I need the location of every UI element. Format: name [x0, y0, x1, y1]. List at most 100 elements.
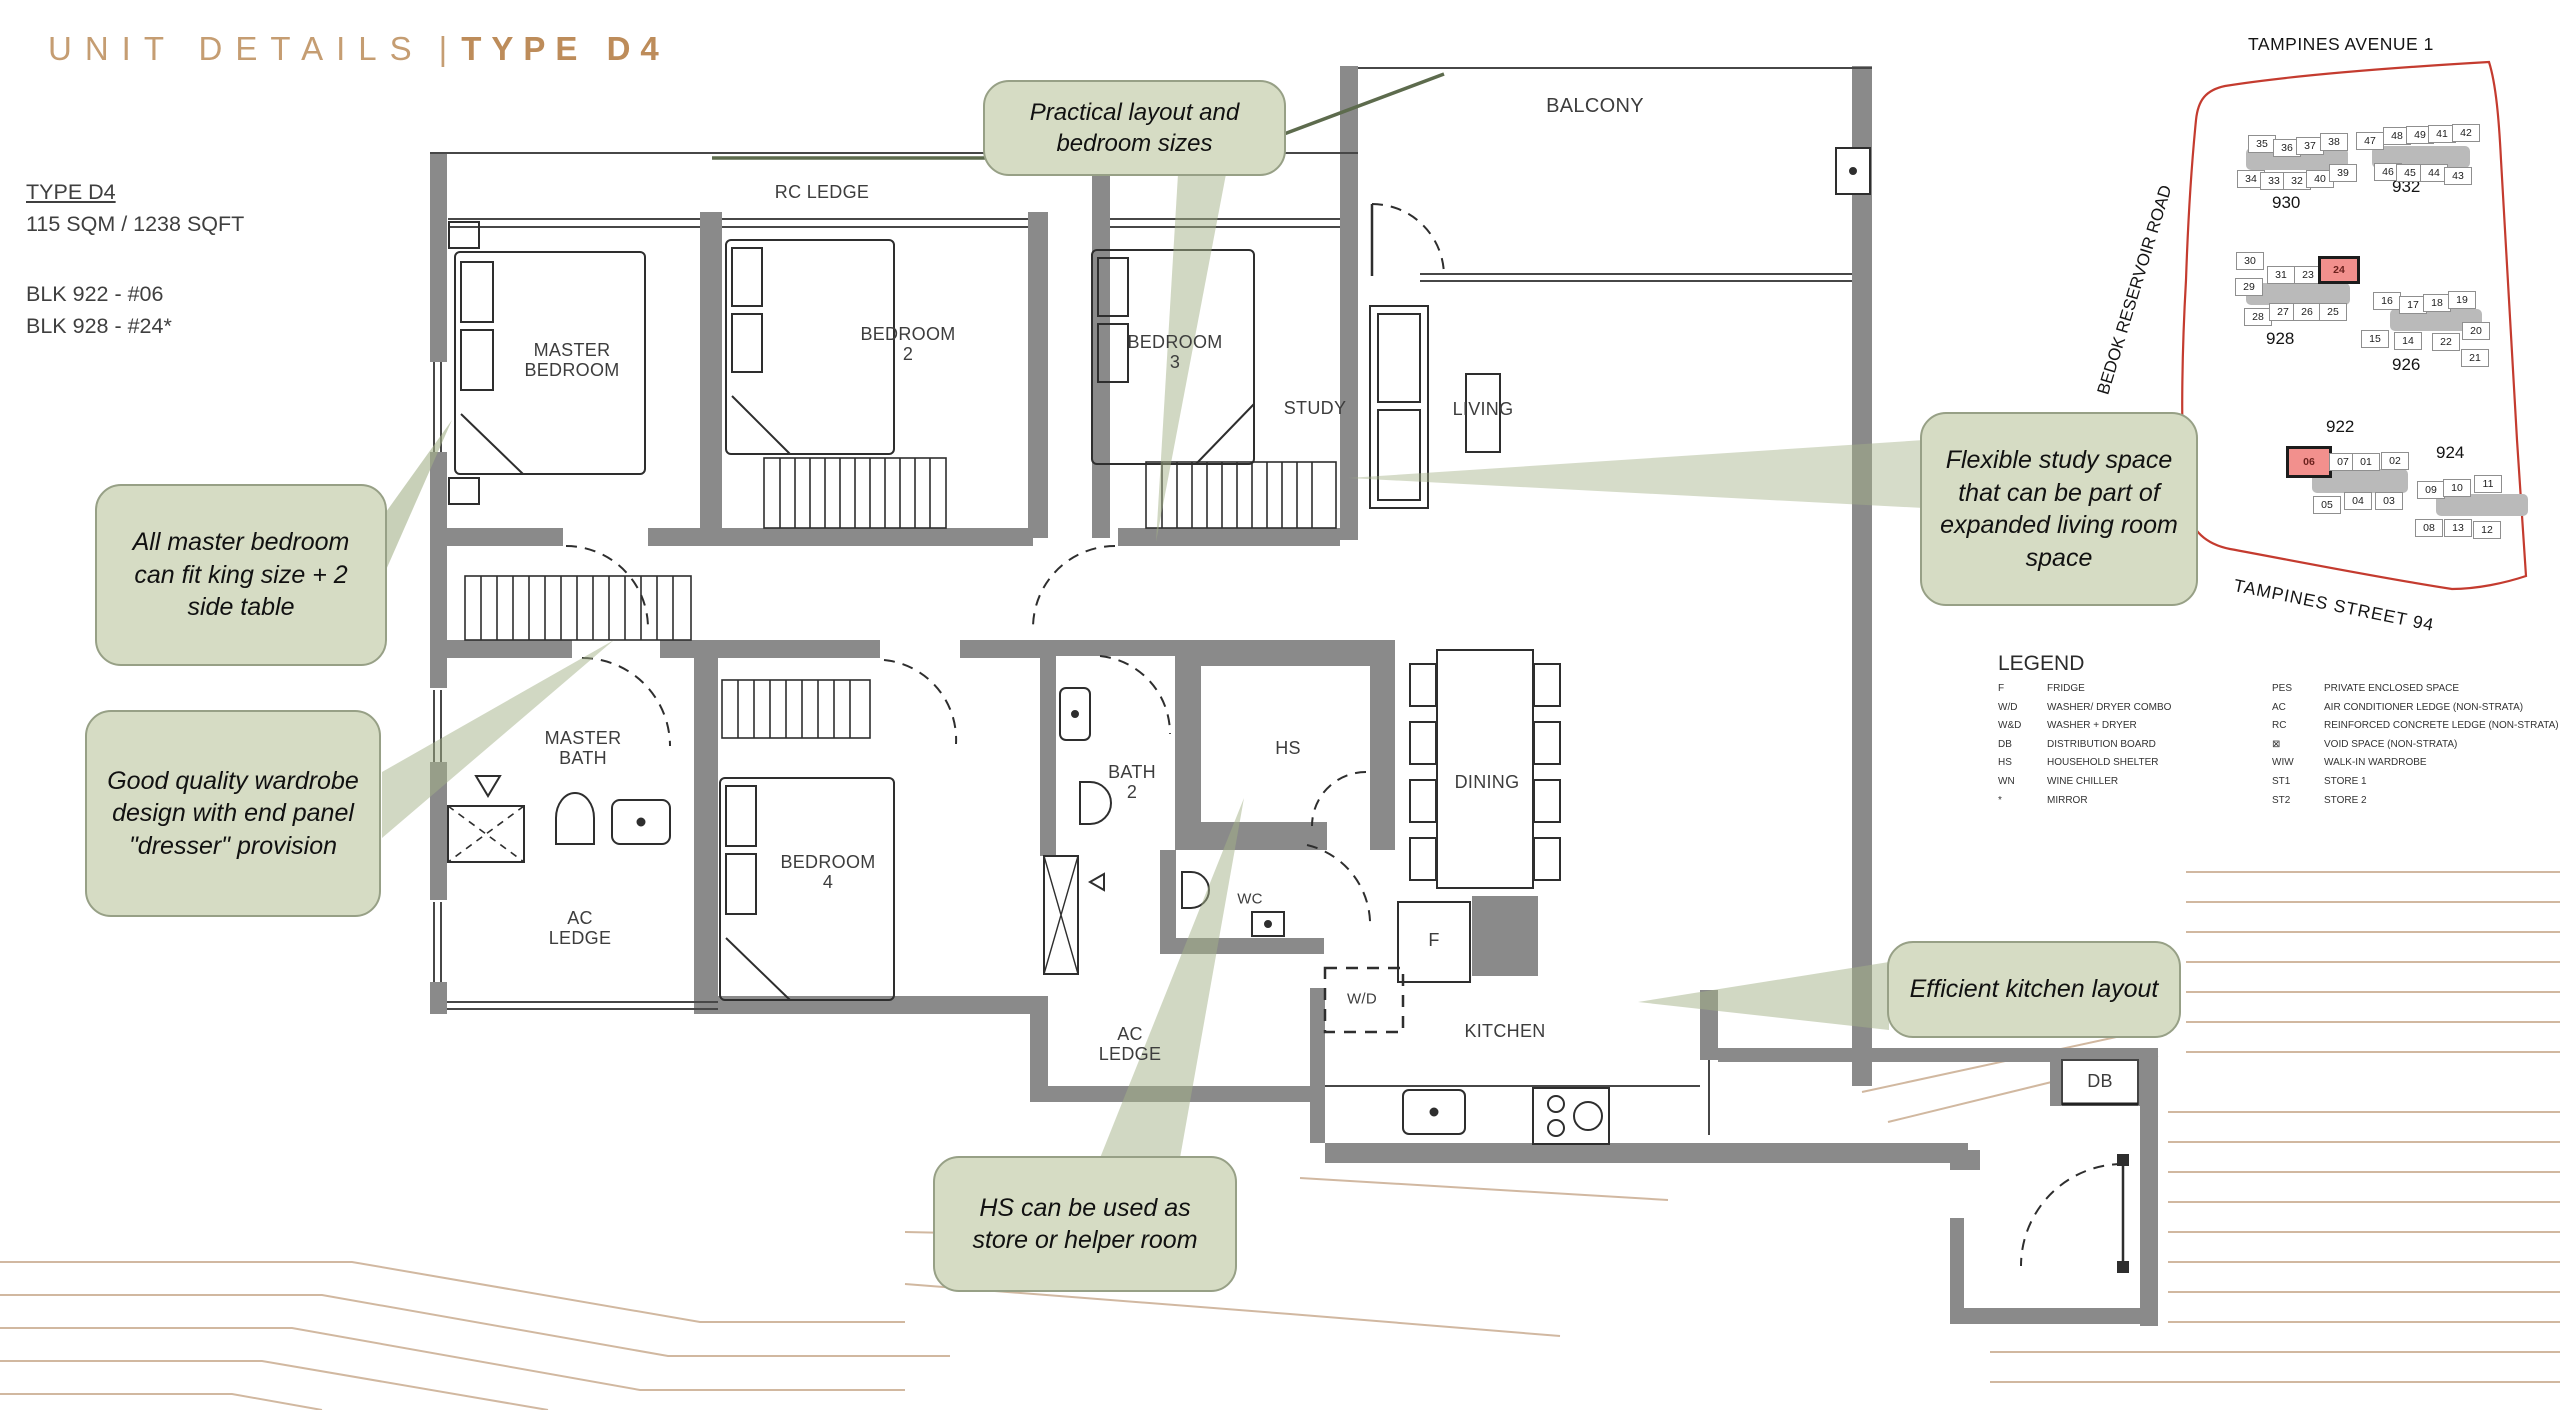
legend-key: WIW [2272, 757, 2294, 769]
site-unit: 30 [2236, 252, 2264, 270]
block-label-930: 930 [2272, 193, 2301, 212]
label-bedroom2: BEDROOM 2 [860, 323, 956, 364]
site-unit: 22 [2432, 333, 2460, 351]
site-unit: 47 [2356, 132, 2384, 150]
label-bath2: BATH 2 [1108, 761, 1156, 802]
unit-type-label: TYPE D4 [26, 180, 116, 204]
site-unit: 18 [2423, 294, 2451, 312]
site-unit: 39 [2329, 164, 2357, 182]
legend-desc: REINFORCED CONCRETE LEDGE (NON-STRATA) [2324, 720, 2559, 732]
unit-area: 115 SQM / 1238 SQFT [26, 212, 245, 236]
site-unit: 16 [2373, 292, 2401, 310]
legend-key: PES [2272, 683, 2293, 694]
label-kitchen: KITCHEN [1464, 1020, 1546, 1041]
callout-kitchen: Efficient kitchen layout [1887, 941, 2181, 1038]
site-unit: 14 [2394, 332, 2422, 350]
structure-lines [430, 67, 1872, 1135]
label-bedroom3: BEDROOM 3 [1127, 331, 1223, 372]
page-title: UNIT DETAILS|TYPE D4 [48, 30, 669, 68]
site-map-graphic [2181, 60, 2528, 591]
site-unit: 02 [2381, 452, 2409, 470]
legend-desc: VOID SPACE (NON-STRATA) [2324, 738, 2458, 750]
legend-key: DB [1998, 738, 2012, 750]
label-dining: DINING [1454, 771, 1520, 792]
legend-row: * MIRROR [1998, 792, 2171, 811]
site-unit: 10 [2443, 479, 2471, 497]
site-unit: 35 [2248, 135, 2276, 153]
legend-key: HS [1998, 757, 2012, 769]
label-balcony: BALCONY [1546, 94, 1644, 117]
label-ac-ledge-1: AC LEDGE [548, 907, 612, 948]
legend-row: HS HOUSEHOLD SHELTER [1998, 754, 2171, 773]
hs-room-interior [1201, 666, 1370, 822]
label-rc-ledge: RC LEDGE [774, 181, 870, 202]
label-tampines-avenue: TAMPINES AVENUE 1 [2248, 34, 2434, 54]
label-master-bath: MASTER BATH [544, 727, 622, 768]
title-divider: | [438, 30, 448, 67]
label-study: STUDY [1283, 397, 1347, 418]
site-unit: 21 [2461, 349, 2489, 367]
title-left: UNIT DETAILS [48, 30, 425, 67]
label-living: LIVING [1452, 398, 1514, 419]
block-label-922: 922 [2326, 417, 2355, 436]
legend-key: ST1 [2272, 775, 2291, 787]
label-washer-dryer: W/D [1346, 990, 1378, 1008]
legend-key: RC [2272, 720, 2287, 732]
legend-key: F [1998, 683, 2005, 694]
doors [565, 203, 2129, 1273]
legend-desc: WINE CHILLER [2047, 775, 2119, 787]
db-box [2061, 1059, 2139, 1106]
site-unit: 26 [2293, 303, 2321, 321]
unit-block-2: BLK 928 - #24* [26, 314, 172, 338]
unit-block-1: BLK 922 - #06 [26, 282, 164, 306]
legend-key: * [1998, 794, 2002, 806]
legend-key: AC [2272, 701, 2286, 713]
legend-desc: STORE 1 [2324, 775, 2367, 787]
site-unit: 23 [2294, 266, 2322, 284]
label-bedroom4: BEDROOM 4 [780, 851, 876, 892]
site-unit: 42 [2452, 124, 2480, 142]
legend-key: ST2 [2272, 794, 2291, 806]
block-label-924: 924 [2436, 443, 2465, 462]
block-label-926: 926 [2392, 355, 2421, 374]
site-unit: 12 [2473, 521, 2501, 539]
site-unit: 04 [2344, 492, 2372, 510]
legend-desc: WALK-IN WARDROBE [2324, 757, 2427, 769]
label-ac-ledge-2: AC LEDGE [1098, 1023, 1162, 1064]
legend-title: LEGEND [1998, 652, 2085, 675]
legend-desc: AIR CONDITIONER LEDGE (NON-STRATA) [2324, 701, 2524, 713]
site-unit: 08 [2415, 519, 2443, 537]
site-unit: 13 [2444, 519, 2472, 537]
legend-desc: WASHER/ DRYER COMBO [2047, 701, 2172, 713]
label-fridge: F [1428, 929, 1440, 950]
site-unit: 43 [2444, 167, 2472, 185]
site-unit: 38 [2320, 133, 2348, 151]
legend-desc: WASHER + DRYER [2047, 720, 2137, 732]
legend-void-icon: ⊠ [2272, 738, 2281, 750]
site-unit: 05 [2313, 496, 2341, 514]
site-unit: 25 [2319, 303, 2347, 321]
label-hs: HS [1275, 737, 1301, 758]
legend-desc: MIRROR [2047, 794, 2088, 806]
legend-row: WIW WALK-IN WARDROBE [2272, 754, 2559, 773]
legend-desc: HOUSEHOLD SHELTER [2047, 757, 2159, 769]
site-unit: 15 [2361, 330, 2389, 348]
callout-wardrobe: Good quality wardrobe design with end pa… [85, 710, 381, 917]
legend-row: RC REINFORCED CONCRETE LEDGE (NON-STRATA) [2272, 717, 2559, 736]
callout-study: Flexible study space that can be part of… [1920, 412, 2198, 606]
callout-master-bedroom: All master bedroom can fit king size + 2… [95, 484, 387, 666]
legend-key: W/D [1998, 701, 2018, 713]
legend-row: F FRIDGE [1998, 680, 2171, 699]
site-unit: 46 [2374, 163, 2402, 181]
callout-leaders [382, 72, 1924, 1158]
label-wc: WC [1237, 890, 1263, 908]
legend-row: ⊠ VOID SPACE (NON-STRATA) [2272, 736, 2559, 755]
legend-desc: FRIDGE [2047, 683, 2085, 694]
site-unit-highlighted-06: 06 [2286, 446, 2332, 478]
